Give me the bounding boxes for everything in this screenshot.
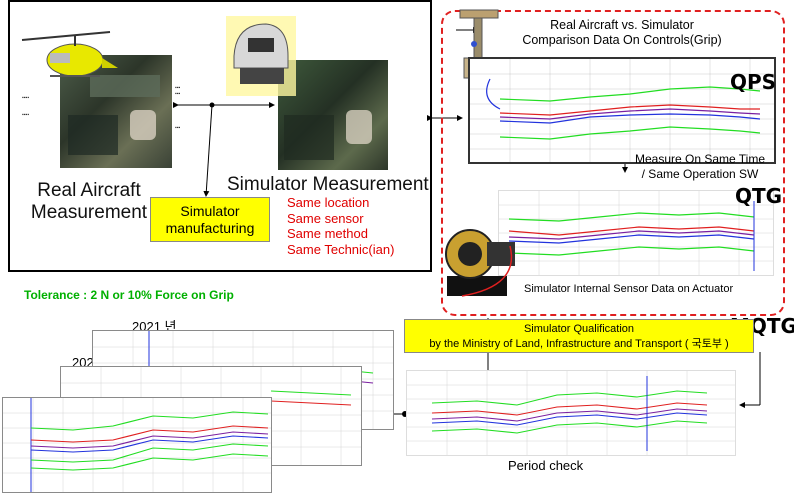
qtg-chart [499,191,773,275]
simulator-cockpit-photo [278,60,388,170]
force-sensor-tag: ▪▪▪ [175,125,181,131]
measure-note: Measure On Same Time / Same Operation SW [634,152,766,181]
qps-tag: QPS [730,70,777,94]
period-check-plot [406,370,736,456]
comparison-panel [441,10,785,316]
qtg-tag: QTG [735,184,783,208]
history-chart-current [3,398,271,492]
sensor-tag-2: ▪▪▪▪ [22,112,30,118]
same-method-text: Same method [287,226,368,241]
simulator-manufacturing-box: Simulator manufacturing [150,197,270,242]
history-plot-current [2,397,272,493]
simulator-measurement-label: Simulator Measurement [227,174,429,195]
same-location-text: Same location [287,195,370,210]
period-check-chart [407,371,735,455]
qps-plot [468,57,776,164]
qps-chart [470,59,774,162]
real-aircraft-measurement-label: Real Aircraft Measurement [30,180,148,223]
qtg-plot [498,190,774,276]
position-sensor-tag: ▪▪▪▪ [22,95,30,101]
tolerance-text: Tolerance : 2 N or 10% Force on Grip [24,288,234,302]
real-aircraft-cockpit-photo [60,55,172,168]
actuator-icon [445,229,515,297]
period-check-label: Period check [508,458,584,473]
helicopter-icon [21,31,118,77]
cyclic-sensor-tag: ▪▪▪▪▪▪ [175,85,181,97]
comparison-title: Real Aircraft vs. Simulator Comparison D… [522,18,722,47]
same-conditions-list: Same location Same sensor Same method Sa… [287,195,394,257]
same-sensor-text: Same sensor [287,210,364,226]
measurement-panel [8,0,432,272]
qualification-box: Simulator Qualification by the Ministry … [404,319,754,353]
actuator-note: Simulator Internal Sensor Data on Actuat… [524,283,734,295]
simulator-device-icon [226,16,296,96]
same-technician-text: Same Technic(ian) [287,241,395,257]
